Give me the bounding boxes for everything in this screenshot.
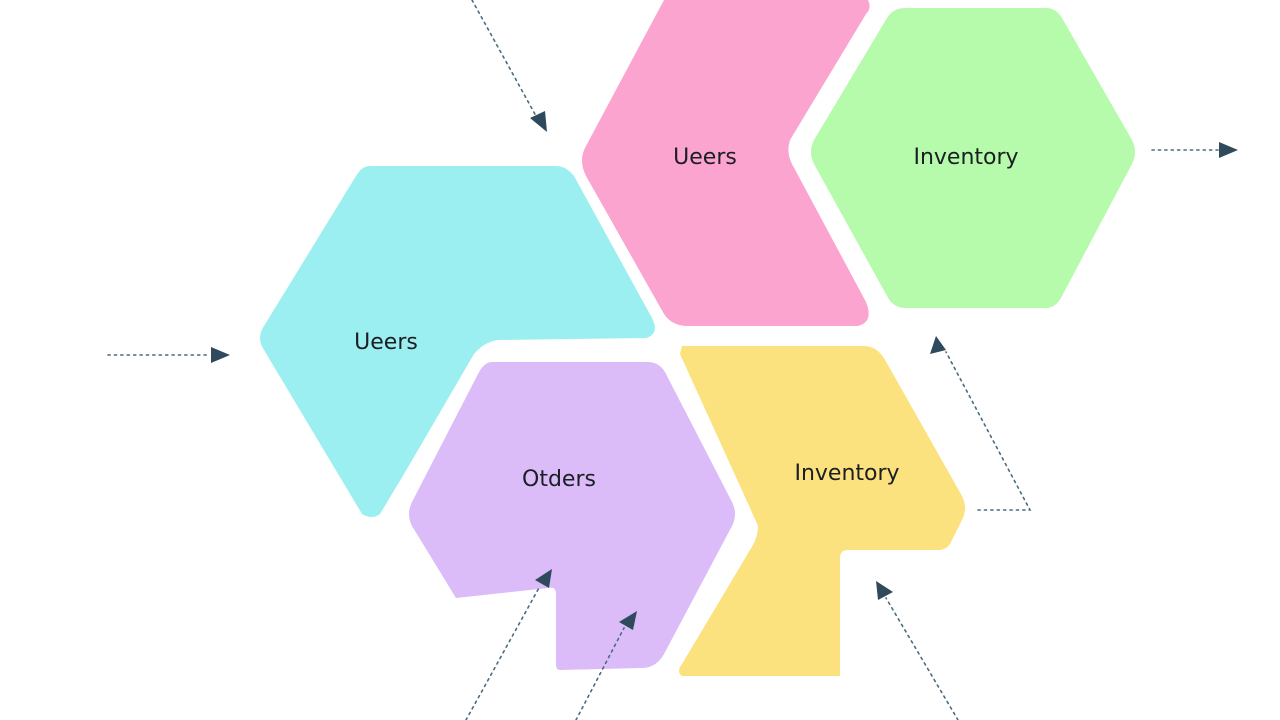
connector-into-orders-right (575, 611, 637, 720)
region-inventory-bottom[interactable]: Inventory (679, 346, 965, 676)
region-inventory-top[interactable]: Inventory (811, 8, 1135, 308)
connector-into-orders-left (465, 569, 552, 720)
region-users-left[interactable]: Ueers (260, 166, 655, 517)
region-inventory-bottom-label: Inventory (794, 461, 899, 486)
connector-inventory-bottom-to-top (930, 336, 1032, 511)
connector-top-to-users (471, 0, 547, 132)
arrowhead-icon (930, 336, 946, 354)
arrowhead-icon (1219, 142, 1238, 158)
arrowhead-icon (211, 347, 230, 363)
region-orders-shape (409, 362, 735, 670)
region-users-top-label: Ueers (673, 145, 737, 170)
arrowhead-icon (619, 611, 637, 630)
region-users-left-shape (260, 166, 655, 517)
connector-into-inventory-bottom (876, 581, 959, 720)
connector-inventory-out (1151, 142, 1238, 158)
connector-into-users-left (107, 347, 230, 363)
region-inventory-top-label: Inventory (913, 145, 1018, 170)
arrowhead-icon (530, 111, 547, 132)
region-inventory-top-shape (811, 8, 1135, 308)
region-orders[interactable]: Otders (409, 362, 735, 670)
region-orders-label: Otders (522, 467, 596, 492)
arrowhead-icon (876, 581, 893, 600)
region-users-top-shape (582, 0, 870, 326)
region-users-top[interactable]: Ueers (582, 0, 870, 326)
arrowhead-icon (535, 569, 552, 588)
region-users-left-label: Ueers (354, 330, 418, 355)
region-inventory-bottom-shape (679, 346, 965, 676)
